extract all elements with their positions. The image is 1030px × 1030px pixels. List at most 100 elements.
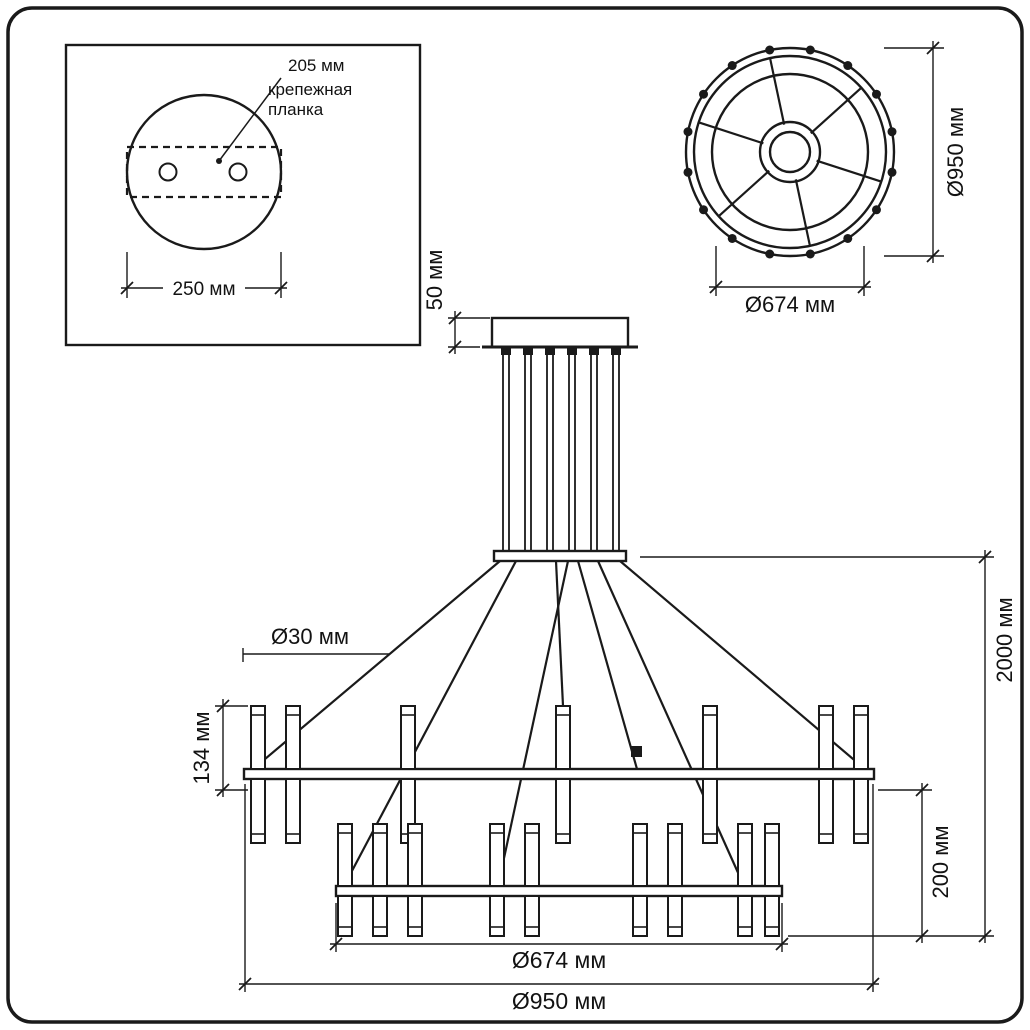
mount-detail-box: 205 мм крепежная планка 250 мм — [64, 43, 422, 347]
rod-connector — [567, 348, 577, 355]
dim-tick — [978, 550, 992, 564]
bulb-dot — [887, 167, 897, 177]
spoke — [769, 58, 786, 125]
cable-grip-fitting — [631, 746, 642, 757]
lamp-down — [818, 778, 834, 844]
dim-tick — [915, 929, 929, 943]
label-width-250: 250 мм — [172, 279, 235, 300]
rod-connector — [611, 348, 621, 355]
leader-line — [218, 77, 282, 162]
label-canopy-height: 50 мм — [422, 250, 447, 311]
dim-tick — [216, 783, 230, 797]
lamp-down — [737, 895, 753, 937]
spoke — [816, 159, 881, 183]
lamp-up — [524, 823, 540, 887]
mount-hole-right — [228, 162, 248, 182]
dim-tick — [274, 281, 288, 295]
dim-tick — [238, 977, 252, 991]
spoke — [794, 179, 811, 246]
lamp-down — [372, 895, 388, 937]
lamp-up — [400, 705, 416, 770]
bulb-dot — [843, 233, 853, 243]
lamp-up — [667, 823, 683, 887]
bulb-dot — [699, 89, 709, 99]
rod-connector — [523, 348, 533, 355]
label-plate-line1: крепежная — [268, 80, 352, 99]
dim-tick — [775, 937, 789, 951]
lamp-up — [818, 705, 834, 770]
bulb-dot — [683, 167, 693, 177]
rod-connector — [589, 348, 599, 355]
dim-tick — [926, 41, 940, 55]
label-bg — [163, 277, 245, 300]
mounting-plate-dashed — [125, 145, 283, 199]
lamp-down — [632, 895, 648, 937]
lamp-up — [489, 823, 505, 887]
label-plate-line2: планка — [268, 100, 324, 119]
lamp-up — [337, 823, 353, 887]
label-topview-inner-diameter: Ø674 мм — [745, 292, 835, 317]
mount-hole-left — [158, 162, 178, 182]
suspension-cable — [496, 560, 570, 887]
dim-tick — [926, 249, 940, 263]
dim-tick — [915, 783, 929, 797]
top-view: Ø950 мм Ø674 мм — [683, 41, 968, 317]
spoke — [810, 87, 862, 135]
inner-ring-circle — [710, 72, 870, 232]
bulb-dot — [727, 233, 737, 243]
suspension-cable — [596, 560, 746, 887]
dim-tick — [448, 340, 462, 354]
dim-tick — [857, 280, 871, 294]
dimension-ticks — [120, 41, 992, 991]
lamp-up — [853, 705, 869, 770]
lamp-up — [372, 823, 388, 887]
lamp-up — [250, 705, 266, 770]
bulb-dot — [843, 61, 853, 71]
lamp-down — [250, 778, 266, 844]
bulb-dots — [683, 45, 897, 259]
hub-inner-circle — [768, 130, 812, 174]
lower-tier-ring — [334, 884, 784, 898]
lamp-down — [337, 895, 353, 937]
label-tier-gap: 200 мм — [928, 825, 953, 898]
rod-bundle — [501, 347, 621, 552]
dim-tick — [709, 280, 723, 294]
bulb-dot — [805, 45, 815, 55]
lamp-up — [702, 705, 718, 770]
lamp-down — [764, 895, 780, 937]
canopy-circle — [125, 93, 283, 251]
bulb-dot — [887, 127, 897, 137]
lamp-up — [632, 823, 648, 887]
label-tube-diameter: Ø30 мм — [271, 624, 349, 649]
upper-tier-ring — [242, 767, 876, 781]
lamp-down — [702, 778, 718, 844]
lamp-down — [667, 895, 683, 937]
label-lamp-height: 134 мм — [189, 711, 214, 784]
lamp-down — [555, 778, 571, 844]
ceiling-canopy — [490, 316, 630, 349]
lamps — [250, 705, 869, 937]
lamp-down — [524, 895, 540, 937]
suspension-cable — [576, 560, 639, 770]
dimensions: 50 мм Ø30 мм 134 мм 2000 мм 200 мм Ø674 … — [120, 41, 1017, 1014]
bulb-dot — [727, 61, 737, 71]
dim-tick — [448, 311, 462, 325]
page-border — [6, 6, 1024, 1024]
bulb-dot — [765, 249, 775, 259]
label-topview-outer-diameter: Ø950 мм — [943, 107, 968, 197]
dim-tick — [329, 937, 343, 951]
spoke — [699, 121, 764, 145]
outer-ring-circle — [684, 46, 896, 258]
dim-tick — [216, 699, 230, 713]
detail-box-frame — [64, 43, 422, 347]
lamp-down — [489, 895, 505, 937]
lamp-down — [407, 895, 423, 937]
spokes — [699, 58, 881, 246]
side-view — [242, 316, 876, 937]
bulb-dot — [805, 249, 815, 259]
dim-tick — [120, 281, 134, 295]
leader-dot — [216, 158, 222, 164]
dim-tick — [866, 977, 880, 991]
